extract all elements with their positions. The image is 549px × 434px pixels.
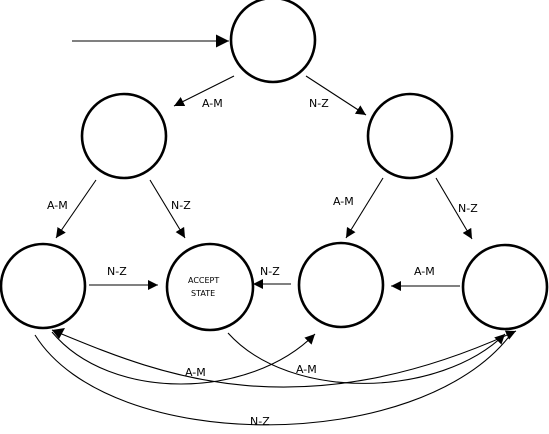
edge-label-q2-q5: A-M bbox=[333, 195, 354, 208]
edge-accept-q6-curve bbox=[227, 332, 506, 384]
state-q5 bbox=[297, 241, 385, 329]
edge-q3-q5-curve bbox=[51, 331, 316, 385]
edge-label-q1-q3: A-M bbox=[47, 199, 68, 212]
edge-q1-q3 bbox=[55, 179, 97, 239]
edge-start-q1 bbox=[173, 75, 235, 107]
state-start bbox=[229, 0, 317, 84]
edge-label-q5-accept: N-Z bbox=[260, 265, 280, 278]
state-q1 bbox=[80, 92, 168, 180]
accept-label-line1: ACCEPT bbox=[188, 276, 219, 285]
edge-label-accept-q6: A-M bbox=[296, 363, 317, 376]
state-accept bbox=[165, 242, 255, 332]
state-q3 bbox=[0, 242, 87, 330]
edge-label-q3-accept: N-Z bbox=[107, 265, 127, 278]
state-q6 bbox=[461, 243, 549, 331]
edge-label-q3-q6: N-Z bbox=[250, 415, 270, 428]
edge-start-q2 bbox=[305, 75, 367, 116]
edge-q6-q3-curve bbox=[51, 329, 517, 388]
state-q2 bbox=[366, 92, 454, 180]
edge-label-q1-accept: N-Z bbox=[171, 199, 191, 212]
edge-label-q2-q6: N-Z bbox=[458, 202, 478, 215]
edge-curve-arrowhead bbox=[52, 328, 65, 339]
edge-q2-q6 bbox=[435, 177, 473, 240]
edge-label-start-q1: A-M bbox=[202, 97, 223, 110]
edge-q1-accept bbox=[149, 179, 186, 239]
edge-label-q6-q5: A-M bbox=[414, 265, 435, 278]
edge-label-start-q2: N-Z bbox=[309, 97, 329, 110]
accept-label-line2: STATE bbox=[191, 289, 215, 298]
edge-label-q3-q5: A-M bbox=[185, 366, 206, 379]
edge-q2-q5 bbox=[345, 177, 384, 239]
edge-q3-q6-curve bbox=[34, 333, 512, 426]
